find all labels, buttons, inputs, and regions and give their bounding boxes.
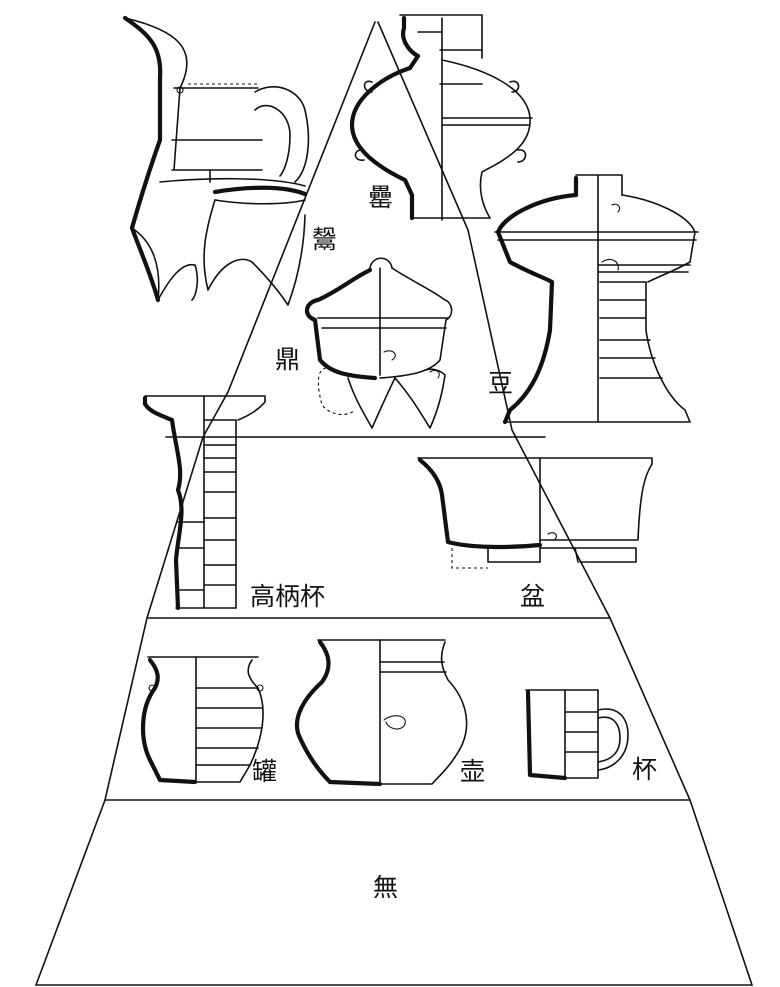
vessel-bei-drawing xyxy=(526,690,628,778)
vessel-gui-drawing xyxy=(125,18,308,305)
vessel-dou-drawing xyxy=(495,175,698,422)
label-bei: 杯 xyxy=(632,755,657,784)
pyramid-left-edge xyxy=(36,22,375,985)
label-dou: 豆 xyxy=(488,369,513,398)
label-gui: 鬶 xyxy=(312,225,337,254)
label-wu: 無 xyxy=(373,873,398,902)
pyramid-right-edge xyxy=(378,22,752,985)
vessel-gaobingbei-drawing xyxy=(145,396,265,608)
label-gaobingbei: 高柄杯 xyxy=(250,582,325,611)
vessel-ding-drawing xyxy=(307,258,452,428)
vessel-hu-drawing xyxy=(297,640,467,784)
label-guan: 罐 xyxy=(252,757,277,786)
vessel-guan-drawing xyxy=(143,657,263,782)
label-pen: 盆 xyxy=(520,582,545,611)
label-ding: 鼎 xyxy=(275,345,300,374)
label-lei: 罍 xyxy=(368,183,393,212)
label-hu: 壶 xyxy=(460,757,485,786)
pyramid-frame xyxy=(36,22,752,985)
